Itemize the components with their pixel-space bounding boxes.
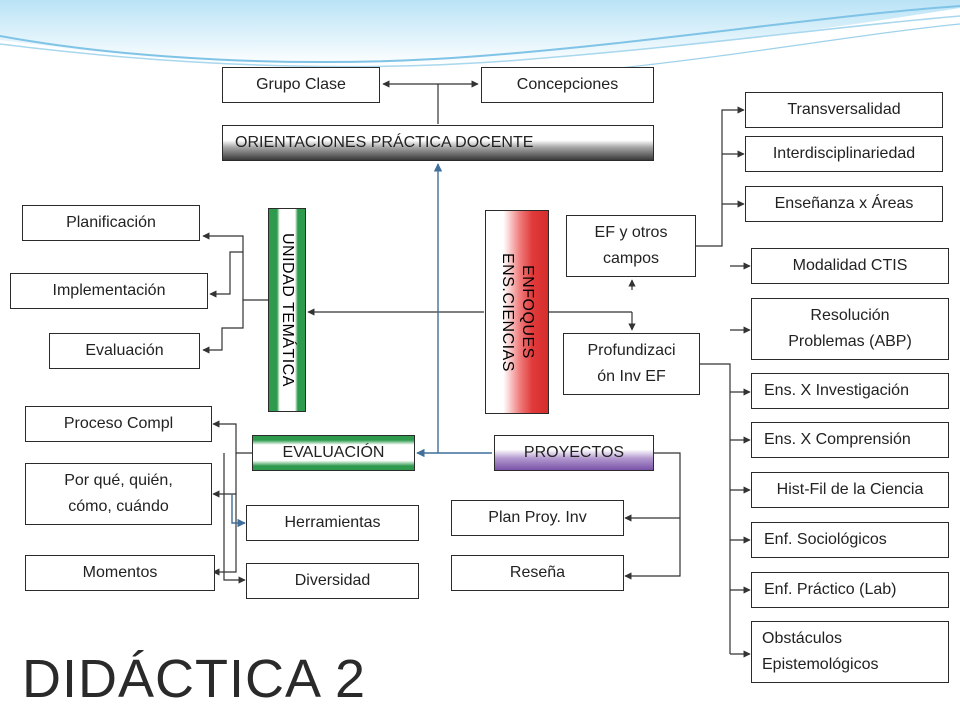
proyectos-bar: PROYECTOS [494,435,654,471]
interdisciplinariedad-box: Interdisciplinariedad [745,136,943,172]
transversalidad-box: Transversalidad [745,92,943,128]
plan-proy-inv-box: Plan Proy. Inv [451,500,624,536]
enf-practico-lab-box: Enf. Práctico (Lab) [751,572,949,608]
ens-investigacion-box: Ens. X Investigación [751,373,949,409]
grupo-clase-box: Grupo Clase [222,67,380,103]
obstaculos-epistemologicos-box: Obstáculos Epistemológicos [751,621,949,683]
slide-title: DIDÁCTICA 2 [22,649,367,709]
unidad-tematica-label: UNIDAD TEMÁTICA [279,233,296,387]
resolucion-line2: Problemas (ABP) [788,333,912,350]
por-que-quien-box: Por qué, quién, cómo, cuándo [25,463,212,525]
header-wave-decoration [0,0,960,71]
profundizacion-line1: Profundizaci [587,342,676,359]
planificacion-box: Planificación [22,205,200,241]
orientaciones-practica-docente-bar: ORIENTACIONES PRÁCTICA DOCENTE [222,125,654,161]
concepciones-box: Concepciones [481,67,654,103]
ensenanza-areas-box: Enseñanza x Áreas [745,186,943,222]
por-que-line2: cómo, cuándo [68,498,169,515]
momentos-box: Momentos [25,555,215,591]
hist-fil-ciencia-box: Hist-Fil de la Ciencia [751,472,949,508]
implementacion-box: Implementación [10,273,208,309]
ens-comprension-box: Ens. X Comprensión [751,422,949,458]
resolucion-line1: Resolución [810,307,890,324]
unidad-tematica-bar: UNIDAD TEMÁTICA [268,208,306,412]
enfoques-label-line2: ENS.CIENCIAS [499,252,516,372]
enf-sociologicos-box: Enf. Sociológicos [751,522,949,558]
profundizacion-inv-ef-box: Profundizaci ón Inv EF [563,333,700,395]
diversidad-box: Diversidad [246,563,419,599]
evaluacion-item-box: Evaluación [49,333,200,369]
ef-otros-line1: EF y otros [594,224,668,241]
ef-otros-line2: campos [602,250,660,267]
por-que-line1: Por qué, quién, [64,472,173,489]
resolucion-problemas-box: Resolución Problemas (ABP) [751,298,949,360]
proceso-compl-box: Proceso Compl [25,406,212,442]
evaluacion-bar: EVALUACIÓN [252,435,415,471]
modalidad-ctis-box: Modalidad CTIS [751,248,949,284]
ef-otros-campos-box: EF y otros campos [566,215,696,277]
enfoques-ensenanza-ciencias-bar: ENFOQUES ENS.CIENCIAS [485,210,549,414]
resena-box: Reseña [451,555,624,591]
obstaculos-line2: Epistemológicos [762,656,879,673]
enfoques-label: ENFOQUES ENS.CIENCIAS [497,253,537,372]
obstaculos-line1: Obstáculos [762,630,843,647]
herramientas-box: Herramientas [246,505,419,541]
enfoques-label-line1: ENFOQUES [519,265,536,359]
profundizacion-line2: ón Inv EF [597,368,666,385]
